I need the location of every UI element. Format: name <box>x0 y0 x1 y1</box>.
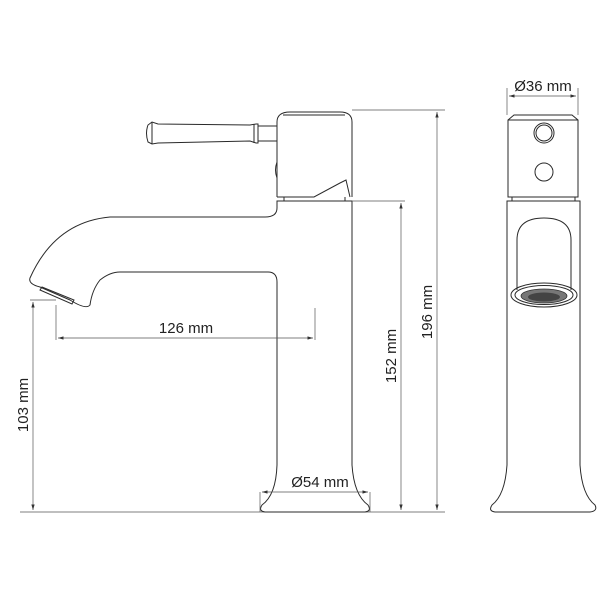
front-body <box>490 200 597 513</box>
faucet-body-outline <box>29 200 370 513</box>
body-height-label: 152 mm <box>383 329 400 383</box>
front-aerator <box>510 282 578 308</box>
aerator <box>39 286 75 305</box>
dimension-103: 103 mm <box>15 299 56 510</box>
head-diameter-label: Ø36 mm <box>514 78 572 95</box>
spout-height-label: 103 mm <box>15 378 32 432</box>
dimension-54: Ø54 mm <box>259 474 371 512</box>
handle-body <box>275 111 353 201</box>
total-height-label: 196 mm <box>419 285 436 339</box>
spout-reach-label: 126 mm <box>159 320 213 337</box>
front-head <box>507 114 579 198</box>
dimension-152: 152 mm <box>352 200 405 510</box>
front-view: Ø36 mm <box>490 78 597 513</box>
handle-lever <box>146 121 277 145</box>
side-view <box>20 111 445 513</box>
dimension-196: 196 mm <box>352 109 445 510</box>
base-diameter-label: Ø54 mm <box>291 474 349 491</box>
front-knob <box>533 122 555 144</box>
dimension-126: 126 mm <box>55 305 316 340</box>
